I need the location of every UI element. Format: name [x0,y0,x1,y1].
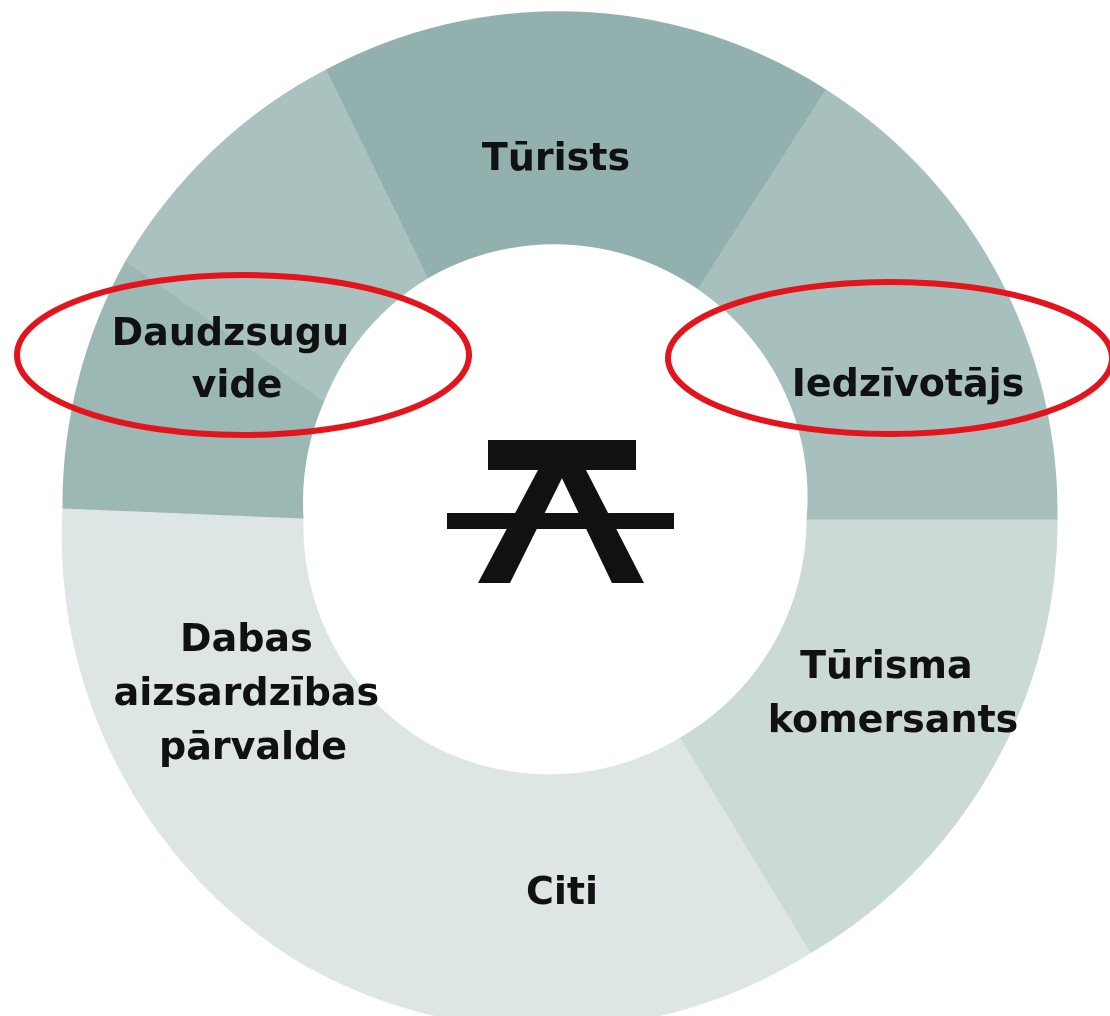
highlight-ellipses [14,272,1110,438]
highlight-ellipse-iedzivotajs [665,279,1110,437]
segment-labels: Tūrists Iedzīvotājs Tūrisma komersants C… [112,135,1025,913]
highlight-ellipse-daudzsugu-vide [14,272,472,438]
label-iedzivotajs: Iedzīvotājs [792,361,1025,405]
picnic-table-icon [447,440,674,583]
label-daudzsugu-vide: Daudzsugu vide [112,310,363,406]
segment-turisma-komersants [679,519,1058,954]
segment-citi [296,737,811,1016]
segment-dabas-parvalde [61,507,428,962]
label-citi: Citi [526,869,598,913]
label-turisma-komersants: Tūrisma komersants [768,643,1019,741]
ring [61,11,1058,1016]
segment-top-left [125,69,429,402]
label-turists: Tūrists [482,135,630,179]
segment-iedzivotajs [697,89,1058,521]
segment-turists [325,11,827,290]
label-dabas-parvalde: Dabas aizsardzības pārvalde [114,616,393,768]
